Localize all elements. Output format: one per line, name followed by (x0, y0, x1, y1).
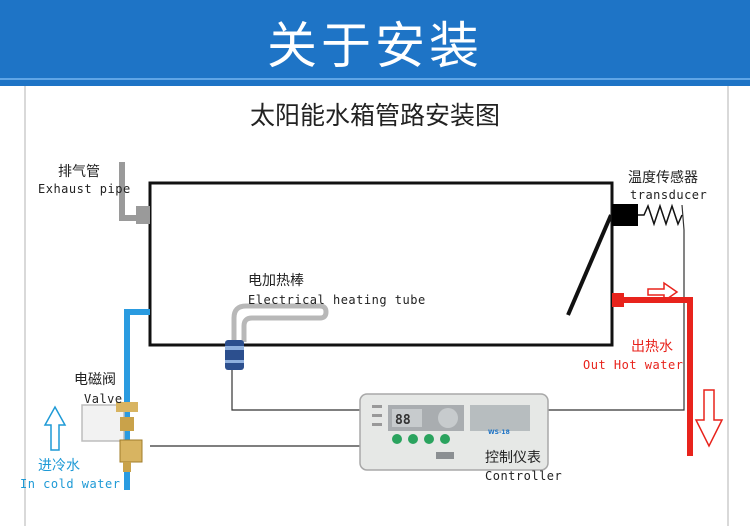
solenoid-valve-icon (81, 402, 143, 472)
heating-element-icon (225, 303, 329, 370)
exhaust-pipe (119, 162, 150, 224)
hot-water-pipe (612, 293, 693, 456)
hot-water-label-en: Out Hot water (583, 358, 684, 372)
controller-label-en: Controller (485, 469, 563, 483)
down-arrow-icon (694, 389, 724, 448)
up-arrow-icon (43, 405, 67, 451)
heater-wire (231, 368, 360, 411)
heater-label-en: Electrical heating tube (248, 293, 426, 307)
sensor-wire (548, 204, 685, 411)
exhaust-label-en: Exhaust pipe (38, 182, 131, 196)
controller-unit: 88 WS-18 (359, 393, 549, 471)
sensor-label-en: transducer (630, 188, 708, 202)
controller-label-cn: 控制仪表 (485, 450, 541, 466)
sensor-label-cn: 温度传感器 (628, 170, 698, 186)
cold-water-label-cn: 进冷水 (38, 458, 80, 474)
page-title: 关于安装 (267, 17, 483, 75)
banner-divider (0, 78, 750, 80)
valve-label-cn: 电磁阀 (74, 372, 116, 388)
diagram-title: 太阳能水箱管路安装图 (249, 101, 500, 130)
exhaust-label-cn: 排气管 (58, 164, 100, 180)
heater-label-cn: 电加热棒 (248, 273, 304, 289)
header-banner: 关于安装 (0, 0, 750, 86)
water-tank (148, 181, 614, 347)
valve-label-en: Valve (84, 392, 123, 406)
right-arrow-icon (647, 281, 679, 303)
hot-water-label-cn: 出热水 (631, 339, 673, 355)
temperature-sensor-icon (566, 203, 683, 316)
controller-model: WS-18 (488, 429, 510, 436)
cold-water-label-en: In cold water (20, 477, 121, 491)
controller-display: 88 (395, 413, 411, 428)
content-frame (24, 86, 729, 526)
